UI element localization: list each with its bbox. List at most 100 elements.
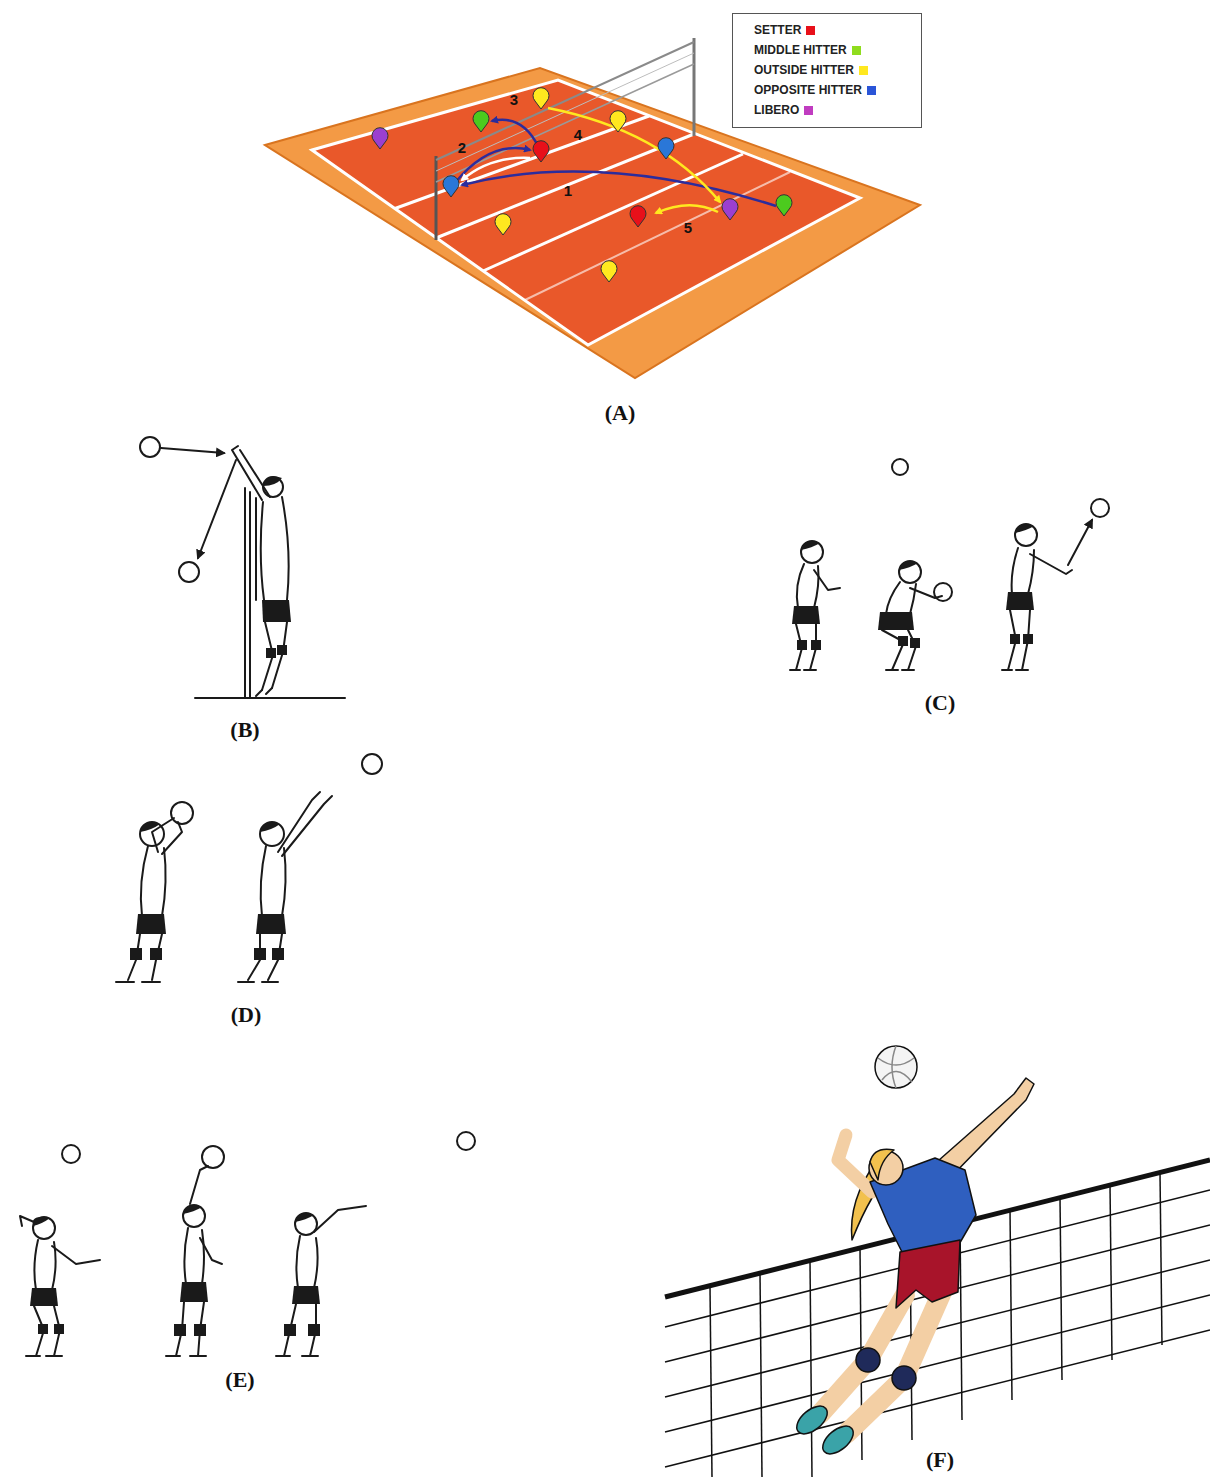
- block-figure-part: [161, 448, 224, 453]
- serve-figures-part-part: [296, 1206, 366, 1288]
- pass-figures-part-part: [1015, 524, 1037, 546]
- legend-text: OUTSIDE HITTER: [754, 63, 854, 77]
- pass-figures-part-part: [910, 638, 920, 648]
- block-figure-part: [140, 437, 160, 457]
- player-markers-part: [722, 199, 738, 220]
- serve-figures-part-part: [200, 1238, 222, 1264]
- net-part: [693, 38, 696, 136]
- player-markers-part: [372, 128, 388, 149]
- legend-swatch: [859, 66, 868, 75]
- serve-figures-part-part: [183, 1205, 205, 1227]
- spiker-figure: [792, 1046, 1034, 1459]
- net: [436, 38, 694, 240]
- block-figure-part: [263, 476, 282, 486]
- player-markers-part: [630, 206, 646, 227]
- player-markers-part: [610, 111, 626, 132]
- pass-figures-part: [878, 561, 942, 670]
- set-figures-part-part: [256, 914, 286, 934]
- serve-figures-part-part: [52, 1246, 100, 1264]
- pass-figures-part-part: [1015, 524, 1034, 533]
- play-arrows-part: [548, 108, 720, 202]
- play-arrows-part: [492, 120, 538, 146]
- serve-figures-part: [276, 1206, 366, 1356]
- net-part: [436, 42, 694, 160]
- serve-figures-part-part: [292, 1286, 320, 1304]
- play-number: 5: [684, 219, 692, 236]
- player-markers-part: [533, 88, 549, 109]
- spike-net-part: [1160, 1173, 1162, 1345]
- serve-figures-part-part: [194, 1324, 206, 1336]
- block-figure-part: [249, 492, 251, 698]
- legend-row: LIBERO: [754, 103, 813, 117]
- serve-figures-part-part: [20, 1216, 34, 1226]
- panel-label: (D): [231, 1002, 262, 1028]
- serve-figures-part-part: [284, 1324, 296, 1336]
- block-figure-part: [262, 622, 287, 690]
- player-markers: [372, 88, 792, 282]
- pass-figures-part-part: [797, 640, 807, 650]
- volleyball-court-part: [525, 172, 790, 300]
- set-figures-part: [238, 792, 332, 982]
- block-figure-part: [255, 498, 257, 600]
- block-figure-part: [256, 688, 272, 696]
- block-figure-part: [262, 600, 291, 622]
- serve-figures-part-part: [33, 1217, 55, 1239]
- set-figures-part-part: [128, 934, 162, 980]
- spike-net-part: [1060, 1198, 1062, 1380]
- player-markers-part: [443, 176, 459, 197]
- serve-figures-part-part: [180, 1282, 208, 1302]
- player-markers-part: [495, 214, 511, 235]
- legend-text: MIDDLE HITTER: [754, 43, 847, 57]
- serve-figures-part-part: [54, 1324, 64, 1334]
- play-arrows-part: [462, 158, 530, 180]
- block-figure-part: [198, 460, 236, 558]
- volleyball-court-part: [395, 116, 649, 209]
- set-figures-part-part: [260, 822, 280, 832]
- net-part: [435, 156, 438, 240]
- spiker-figure-part: [856, 1348, 880, 1372]
- play-arrows: [455, 108, 776, 213]
- set-figures-part-part: [152, 818, 182, 854]
- player-markers-part: [658, 138, 674, 159]
- set-figures-part-part: [278, 792, 332, 856]
- spike-net-part: [760, 1273, 762, 1477]
- pass-figures-part-part: [910, 588, 942, 598]
- spike-net-part: [960, 1223, 962, 1420]
- volleyball-court-part: [436, 134, 694, 238]
- player-markers-part: [473, 111, 489, 132]
- player-markers-part: [776, 195, 792, 216]
- block-figure-part: [261, 497, 289, 600]
- spike-net-part: [665, 1225, 1210, 1362]
- legend-swatch: [806, 26, 815, 35]
- block-figure-part: [179, 562, 199, 582]
- legend-text: OPPOSITE HITTER: [754, 83, 862, 97]
- pass-figures: [790, 459, 1109, 670]
- spike-net-part: [810, 1261, 812, 1477]
- pass-figures-part: [1068, 520, 1092, 565]
- spiker-figure-part: [870, 1149, 894, 1180]
- block-figure-part: [244, 488, 246, 698]
- set-figures-part-part: [272, 948, 284, 960]
- serve-figures-part: [62, 1145, 80, 1163]
- set-figures-part-part: [136, 914, 166, 934]
- serve-figures-part: [166, 1166, 222, 1356]
- set-figures-part: [116, 818, 182, 982]
- pass-figures-part-part: [811, 640, 821, 650]
- serve-figures-part-part: [183, 1205, 202, 1214]
- set-figures-part-part: [116, 981, 160, 983]
- serve-figures-part-part: [30, 1288, 58, 1306]
- panel-label: (A): [605, 400, 636, 426]
- serve-figures-part: [20, 1216, 100, 1356]
- serve-figures-part-part: [26, 1355, 62, 1357]
- pass-figures-part-part: [790, 669, 816, 671]
- spike-net-part: [1010, 1210, 1012, 1400]
- panel-label: (C): [925, 690, 956, 716]
- legend-box: SETTERMIDDLE HITTEROUTSIDE HITTEROPPOSIT…: [732, 13, 922, 128]
- pass-figures-part-part: [801, 541, 820, 550]
- set-figures-part-part: [260, 822, 284, 846]
- legend-text: LIBERO: [754, 103, 799, 117]
- set-figures: [116, 754, 382, 982]
- pass-figures-part-part: [886, 669, 914, 671]
- block-figure: [140, 437, 345, 698]
